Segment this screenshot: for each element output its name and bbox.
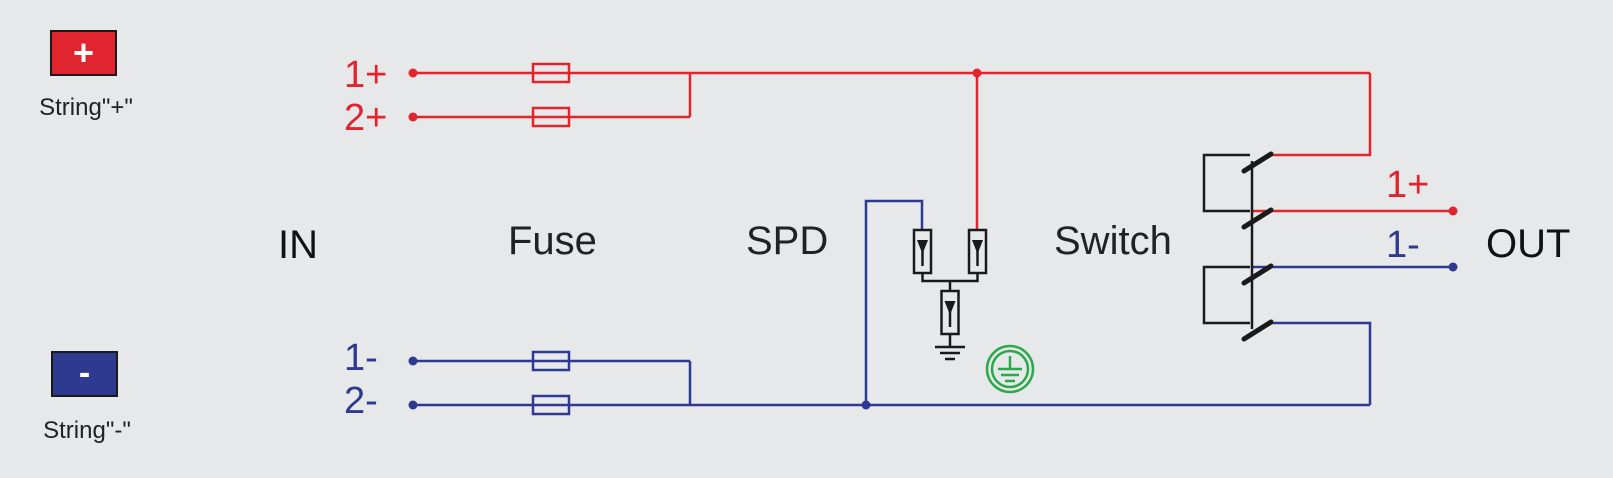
terminal-dot-1-minus <box>408 356 418 366</box>
label-out: OUT <box>1486 222 1570 266</box>
protective-earth-icon <box>985 344 1035 394</box>
out-dot-plus <box>1448 206 1458 216</box>
wire-minus-to-switch <box>1270 321 1372 405</box>
fuse-1-minus <box>531 350 571 372</box>
terminal-dot-2-plus <box>408 112 418 122</box>
input-terminal-2-minus: 2- <box>344 380 378 422</box>
legend-minus: - String"-" <box>43 351 131 444</box>
terminal-dot-2-minus <box>408 400 418 410</box>
fuse-1-plus <box>531 62 571 84</box>
switch-blade-4 <box>1241 319 1274 342</box>
minus-swatch <box>51 351 118 397</box>
input-terminal-1-plus: 1+ <box>344 54 387 96</box>
junction-dot-plus <box>972 68 982 78</box>
terminal-dot-1-plus <box>408 68 418 78</box>
spd-device <box>912 228 988 361</box>
switch-blade-3 <box>1241 263 1274 286</box>
plus-symbol: + <box>73 32 94 73</box>
positive-dots <box>408 68 1458 216</box>
label-spd: SPD <box>746 219 828 263</box>
label-fuse: Fuse <box>508 219 597 263</box>
legend-plus: + String"+" <box>39 30 133 121</box>
switch-blade-2 <box>1241 207 1274 230</box>
out-dot-minus <box>1448 262 1458 272</box>
isolator-switch <box>1202 151 1274 342</box>
fuse-2-plus <box>531 106 571 128</box>
output-terminal-1-minus: 1- <box>1386 224 1420 266</box>
minus-caption: String"-" <box>43 417 131 444</box>
negative-wiring <box>413 199 1453 407</box>
switch-link-upper <box>1202 153 1250 213</box>
fuse-2-minus <box>531 394 571 416</box>
plus-caption: String"+" <box>39 94 133 121</box>
label-switch: Switch <box>1054 219 1172 263</box>
negative-dots <box>408 262 1458 410</box>
plus-swatch <box>50 30 117 76</box>
switch-blade-1 <box>1241 151 1274 174</box>
input-terminal-2-plus: 2+ <box>344 97 387 139</box>
ground-icon <box>935 345 965 361</box>
positive-wiring <box>413 71 1453 230</box>
wire-plus-to-switch <box>1270 73 1372 157</box>
wire-minus-to-spd <box>864 199 924 405</box>
switch-link-lower <box>1202 265 1250 325</box>
minus-symbol: - <box>79 354 90 392</box>
input-terminal-1-minus: 1- <box>344 337 378 379</box>
label-in: IN <box>278 223 318 267</box>
junction-dot-minus <box>861 400 871 410</box>
output-terminal-1-plus: 1+ <box>1386 164 1429 206</box>
